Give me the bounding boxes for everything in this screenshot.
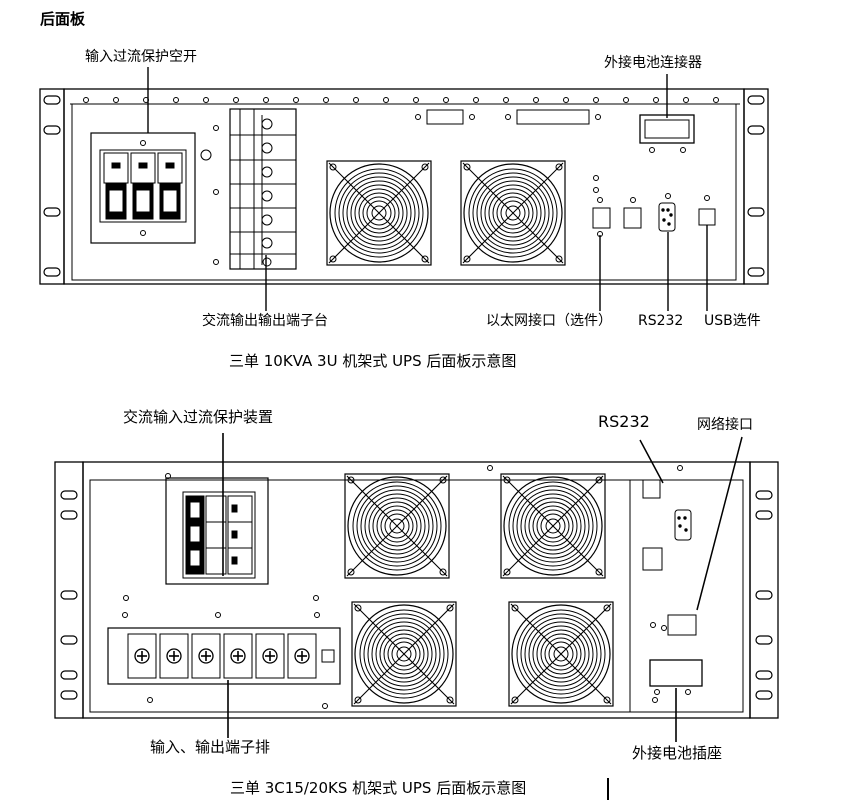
label-input-breaker: 输入过流保护空开: [85, 49, 197, 65]
label-network: 网络接口: [697, 417, 753, 433]
section-heading: 后面板: [40, 10, 86, 28]
label-battery-connector: 外接电池连接器: [604, 55, 702, 71]
label-ethernet: 以太网接口（选件）: [486, 313, 612, 329]
label-battery-socket: 外接电池插座: [632, 744, 723, 762]
label-rs232: RS232: [638, 313, 684, 329]
text-cursor: [607, 778, 609, 800]
label-rs232-2: RS232: [598, 412, 650, 431]
label-usb: USB选件: [704, 313, 761, 329]
label-io-terminal: 输入、输出端子排: [150, 738, 271, 756]
label-input-protection: 交流输入过流保护装置: [123, 408, 274, 426]
panel-4u: [54, 433, 779, 742]
label-output-terminal: 交流输出输出端子台: [202, 313, 328, 329]
figure1-caption: 三单 10KVA 3U 机架式 UPS 后面板示意图: [229, 352, 517, 370]
figure2-caption: 三单 3C15/20KS 机架式 UPS 后面板示意图: [230, 779, 527, 797]
panel-3u: [39, 67, 769, 311]
